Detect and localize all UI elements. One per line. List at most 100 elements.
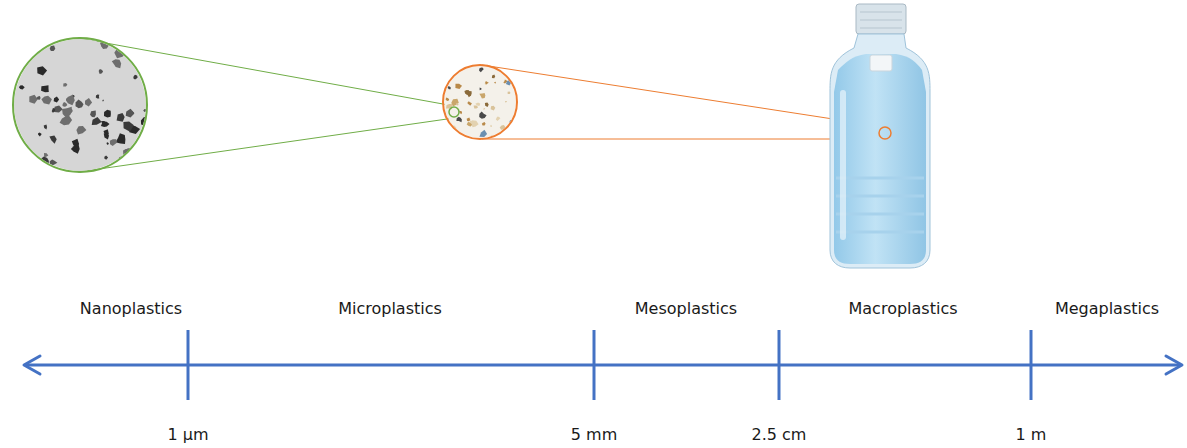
particle: [490, 125, 492, 127]
particle: [24, 52, 27, 55]
particle: [446, 98, 450, 101]
size-threshold: 2.5 cm: [752, 425, 807, 445]
particle: [483, 108, 485, 110]
particle: [96, 95, 100, 99]
particle: [485, 103, 489, 108]
particle: [448, 86, 451, 89]
particle: [104, 133, 109, 139]
size-class: Macroplastics: [848, 299, 957, 319]
particle: [474, 105, 479, 108]
particle: [104, 156, 108, 160]
particle: [453, 134, 455, 136]
particle: [456, 117, 462, 122]
particle: [50, 46, 56, 52]
particle: [71, 143, 80, 153]
particle: [138, 164, 143, 171]
particle: [442, 67, 448, 72]
size-threshold: 1 m: [1016, 425, 1047, 445]
particle: [49, 136, 56, 144]
microplastic-view: [442, 66, 517, 139]
particle: [90, 111, 96, 118]
particle: [449, 128, 452, 132]
particle: [479, 130, 487, 137]
particle: [30, 44, 33, 47]
particle: [107, 142, 109, 145]
particle: [503, 66, 508, 72]
particle: [448, 71, 453, 75]
particle: [468, 101, 472, 105]
size-class: Microplastics: [338, 299, 442, 319]
particle: [139, 56, 146, 64]
particle: [480, 88, 482, 91]
particle: [127, 163, 130, 167]
particle: [123, 156, 133, 164]
particle: [451, 99, 459, 107]
zoom-line: [482, 65, 885, 127]
particle: [76, 126, 86, 134]
particle: [133, 75, 137, 80]
particle: [19, 85, 25, 89]
particle: [99, 69, 103, 74]
particle: [453, 135, 456, 139]
particle: [29, 95, 38, 104]
particle: [505, 101, 507, 103]
particle: [54, 105, 63, 112]
particle: [479, 68, 484, 73]
particle: [85, 98, 92, 107]
particle: [496, 117, 501, 122]
particle: [15, 156, 19, 160]
particle: [126, 109, 135, 118]
particle: [475, 103, 480, 106]
particle: [479, 112, 486, 119]
particle: [492, 75, 495, 79]
particle: [514, 137, 517, 140]
particle: [66, 95, 75, 106]
particle: [464, 90, 469, 95]
particle: [144, 43, 148, 46]
particle: [456, 66, 459, 69]
particle: [456, 103, 458, 106]
particle: [479, 93, 485, 99]
particle: [467, 118, 471, 122]
particle: [123, 122, 133, 132]
zoom-marker: [879, 127, 891, 139]
zoom-circle: [443, 65, 517, 139]
particle: [112, 59, 121, 68]
particle: [513, 79, 517, 82]
particle: [104, 110, 111, 118]
particle: [442, 79, 448, 83]
particle: [101, 122, 110, 127]
particle: [445, 123, 449, 127]
size-axis: [24, 330, 1182, 400]
size-threshold: 1 μm: [167, 425, 208, 445]
particle: [54, 97, 59, 103]
particle: [76, 100, 84, 109]
zoom-line: [482, 139, 885, 140]
particle: [52, 108, 55, 113]
zoom-marker: [449, 107, 459, 117]
particle: [101, 121, 106, 125]
particle: [41, 85, 49, 92]
particle: [48, 38, 52, 42]
particle: [63, 102, 68, 107]
size-threshold: 5 mm: [571, 425, 617, 445]
zoom-circle: [13, 38, 147, 172]
particle: [36, 96, 40, 100]
particle: [141, 62, 148, 70]
particle: [44, 125, 47, 130]
particle: [485, 81, 489, 84]
particle: [110, 139, 117, 146]
particle: [491, 106, 496, 111]
particle: [62, 107, 72, 118]
particle: [102, 100, 104, 102]
bottle-illustration: [830, 4, 930, 268]
particle: [117, 113, 125, 122]
particle: [512, 128, 517, 132]
particle: [37, 66, 47, 75]
particle: [450, 68, 453, 71]
particle: [455, 84, 462, 89]
particle: [92, 117, 102, 125]
particle: [494, 82, 496, 84]
particle: [44, 153, 48, 157]
